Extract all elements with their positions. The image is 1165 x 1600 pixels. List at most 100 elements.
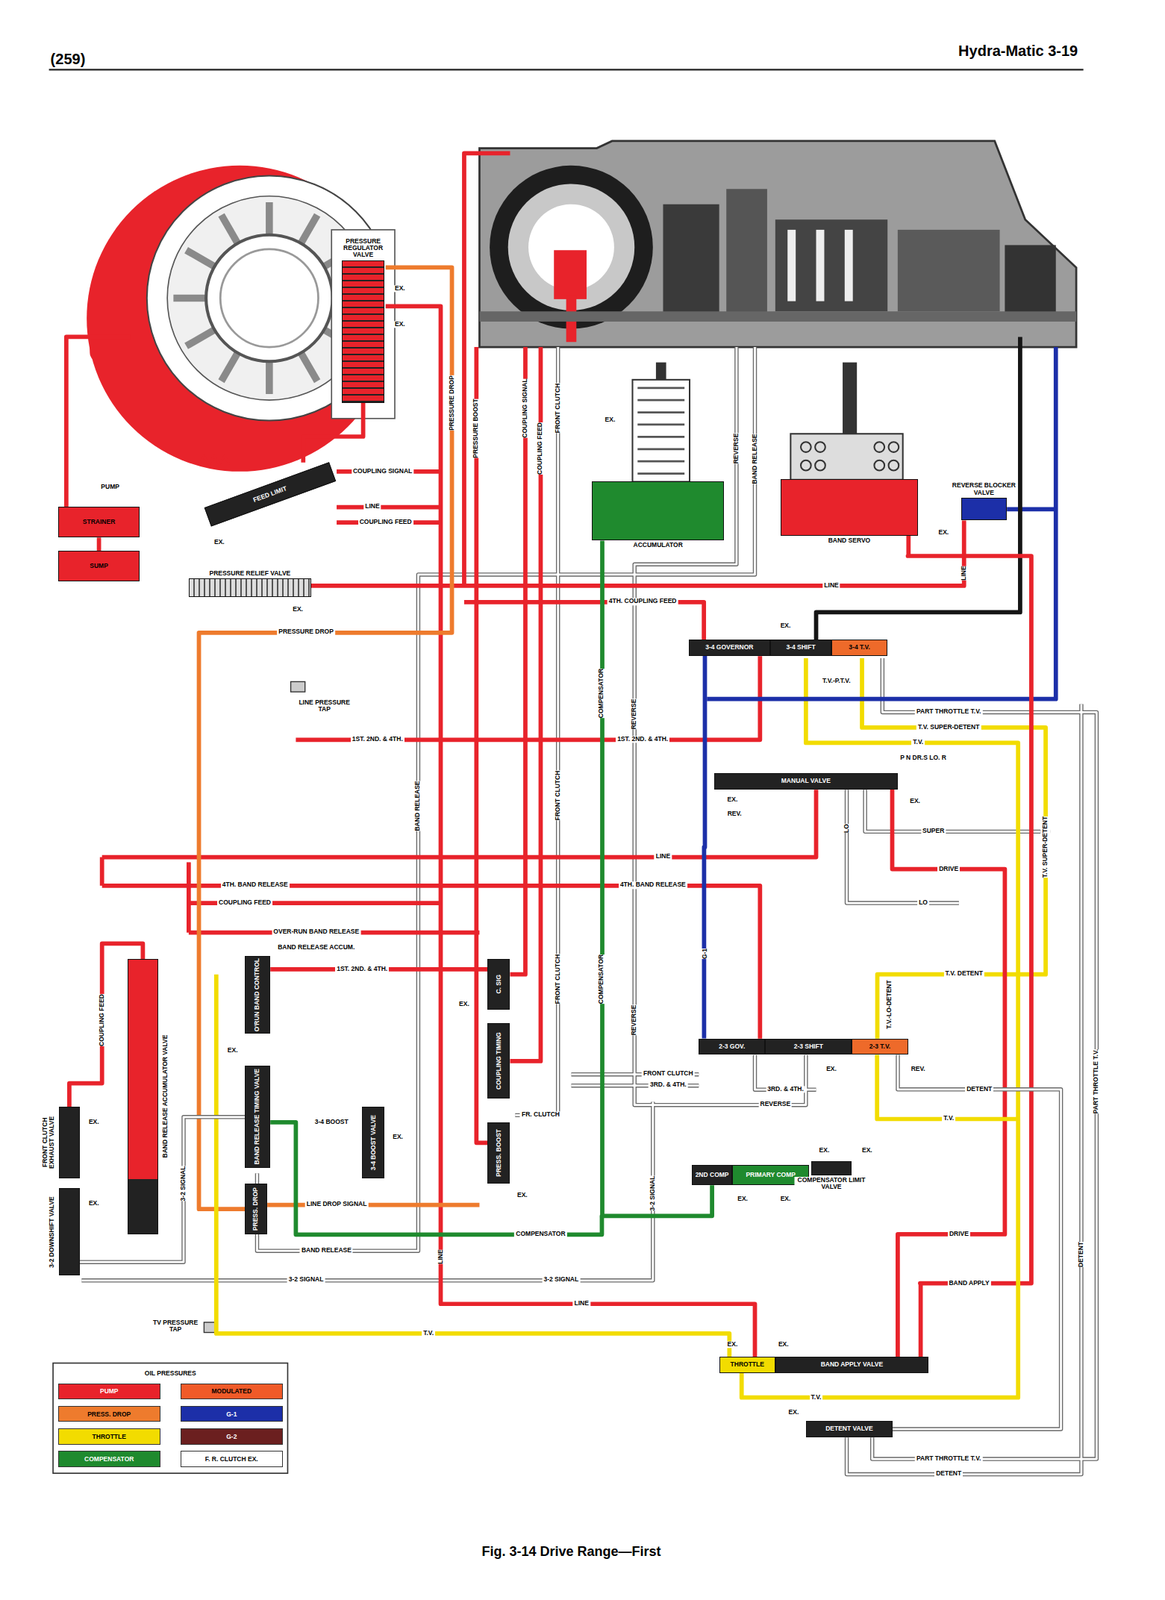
limit-valve: COMPENSATOR LIMIT VALVE [811, 1161, 853, 1176]
oil-passage [908, 535, 1032, 1357]
line-label: 4TH. BAND RELEASE [220, 882, 290, 889]
valve-name: BAND SERVO [826, 537, 873, 545]
line-label: EX. [860, 1147, 874, 1154]
line-label: 1ST. 2ND. & 4TH. [350, 735, 405, 743]
valve-name: BAND APPLY VALVE [820, 1361, 883, 1368]
legend-swatch: COMPENSATOR [58, 1450, 161, 1468]
line-label: REVERSE [629, 1005, 640, 1036]
passage-label: T.V. [941, 1115, 956, 1123]
oil-passage [741, 1054, 1018, 1398]
line-label: T.V. DETENT [944, 970, 985, 978]
oil-passage [303, 403, 363, 463]
legend-text: THROTTLE [92, 1432, 127, 1441]
valve-name: DETENT VALVE [825, 1425, 873, 1433]
legend-swatch: F. R. CLUTCH EX. [180, 1450, 283, 1468]
timing-valve: COUPLING TIMING [487, 1023, 510, 1099]
page-header: (259) [49, 50, 88, 68]
governor-valve: 2-3 GOV. [698, 1038, 765, 1056]
line-label: T.V. SUPER-DETENT [1040, 815, 1051, 877]
oil-passage [98, 537, 100, 551]
line-label: FRONT CLUTCH [553, 382, 563, 433]
line-label: COUPLING FEED [217, 899, 273, 907]
line-label: BAND RELEASE [750, 434, 760, 485]
line-label: EX. [726, 796, 740, 804]
line-label: COMPENSATOR [597, 954, 607, 1004]
valve-name: 2-3 GOV. [718, 1043, 745, 1051]
line-label: T.V.-P.T.V. [820, 677, 853, 685]
line-label: OVER-RUN BAND RELEASE [271, 929, 361, 936]
line-label: PRESSURE DROP [276, 629, 336, 636]
line-label: EX. [515, 1191, 530, 1199]
blocker-valve: REVERSE BLOCKER VALVE [961, 497, 1008, 521]
valve-name: 3-4 GOVERNOR [705, 644, 754, 651]
line-label: PUMP [99, 484, 121, 492]
line-label: EX. [393, 320, 407, 328]
legend-swatch: PUMP [58, 1383, 161, 1401]
regulator-valve: PRESSURE REGULATOR VALVE [341, 260, 385, 404]
line-label: COUPLING SIGNAL [520, 378, 530, 438]
line-label: REV. [909, 1065, 927, 1073]
line-label: EX. [908, 798, 922, 806]
legend-swatch: G-1 [180, 1406, 283, 1423]
line-label: COUPLING FEED [358, 518, 414, 526]
valve-name: SUMP [89, 562, 109, 570]
valve-name: FEED LIMIT [252, 485, 289, 504]
valve-name: 2ND COMP [695, 1171, 730, 1179]
legend-text: PRESS. DROP [87, 1410, 131, 1419]
valve-name: COUPLING TIMING [495, 1032, 503, 1090]
line-label: DRIVE [947, 1230, 971, 1238]
line-label: EX. [776, 1341, 791, 1348]
compensator-valve: 2ND COMP [691, 1165, 733, 1186]
line-label: FRONT CLUTCH [641, 1070, 695, 1078]
valve-name: REVERSE BLOCKER VALVE [950, 482, 1018, 497]
line-label: SUPER [920, 827, 946, 835]
line-label: T.V. [421, 1329, 436, 1337]
line-label: LINE DROP SIGNAL [305, 1201, 369, 1209]
line-label: PRESSURE BOOST [471, 398, 482, 458]
valve-name: THROTTLE [730, 1361, 765, 1368]
line-label: COUPLING SIGNAL [351, 467, 414, 475]
line-label: 3RD. & 4TH. [765, 1085, 806, 1093]
line-label: LINE [363, 503, 381, 511]
line-label: T.V. [809, 1394, 824, 1401]
line-label: 4TH. COUPLING FEED [607, 598, 679, 606]
valve-name: 3-4 SHIFT [785, 644, 815, 651]
line-label: 3-2 SIGNAL [287, 1276, 326, 1284]
passage-label: DRIVE [937, 865, 960, 873]
line-label: T.V. [911, 738, 925, 746]
valve-name: ACCUMULATOR [632, 541, 685, 549]
line-label: EX. [226, 1047, 240, 1054]
valve-name: 3-4 T.V. [848, 644, 871, 651]
valve-name: PRESS. DROP [252, 1187, 259, 1231]
line-label: 1ST. 2ND. & 4TH. [615, 735, 670, 743]
line-label: EX. [87, 1200, 101, 1207]
detent-valve: DETENT VALVE [806, 1420, 893, 1438]
boost-valve: PRESS. BOOST [487, 1122, 510, 1184]
line-label: LINE [435, 1249, 446, 1264]
line-label: EX. [787, 1409, 801, 1416]
line-label: FR. CLUTCH [520, 1111, 562, 1118]
valve-name: FRONT CLUTCH EXHAUST VALVE [40, 1105, 58, 1180]
valve-name: 2-3 T.V. [869, 1043, 892, 1051]
shift-valve: 3-4 SHIFT [770, 639, 832, 657]
line-label: PART THROTTLE T.V. [1091, 1049, 1102, 1114]
downshift-valve: 3-2 DOWNSHIFT VALVE [58, 1188, 80, 1275]
passage-label: G-1 [700, 948, 710, 960]
valve-name: PRESS. BOOST [495, 1129, 503, 1177]
valve-name: C. SIG [495, 974, 503, 995]
line-label: REV. [726, 810, 744, 818]
throttle-valve: THROTTLE [719, 1356, 776, 1374]
line-label: LINE [959, 566, 969, 581]
line-label: T.V. SUPER-DETENT [916, 723, 981, 731]
figure-caption: Fig. 3-14 Drive Range—First [479, 1545, 662, 1561]
legend-swatch: PRESS. DROP [58, 1406, 161, 1423]
exhaust-valve: FRONT CLUTCH EXHAUST VALVE [58, 1106, 80, 1179]
line-label: 3RD. & 4TH. [648, 1082, 689, 1089]
valve-name: BAND RELEASE TIMING VALVE [253, 1068, 261, 1165]
line-label: PART THROTTLE T.V. [914, 1455, 983, 1463]
line-label: EX. [726, 1341, 740, 1348]
line-label: EX. [87, 1118, 101, 1126]
